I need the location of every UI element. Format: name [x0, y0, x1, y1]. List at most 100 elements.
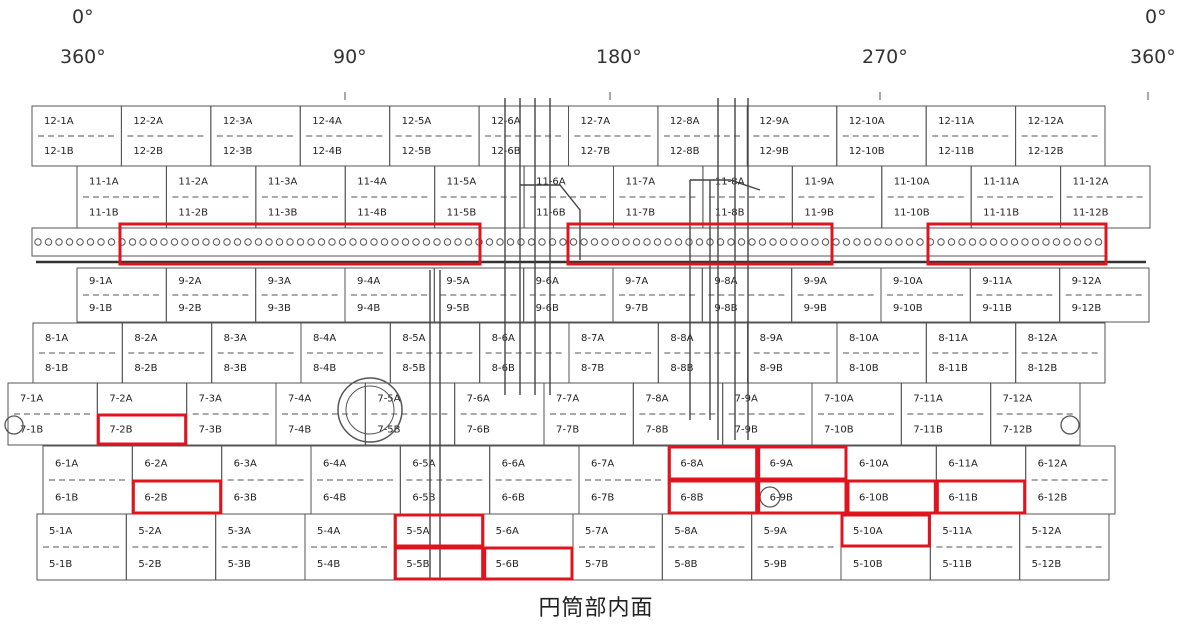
panel-label-a: 7-12A [1003, 394, 1033, 405]
panel-label-b: 7-9B [735, 425, 758, 436]
panel-label-a: 7-7A [556, 394, 579, 405]
nozzle [223, 238, 231, 246]
panel-label-a: 11-8A [715, 177, 745, 188]
nozzle [916, 238, 924, 246]
nozzle [1063, 238, 1071, 246]
nozzle [139, 238, 147, 246]
panel-cell [121, 322, 213, 384]
nozzle [422, 238, 431, 246]
nozzle [968, 238, 977, 246]
panel-label-a: 5-2A [138, 526, 161, 537]
panel-label-b: 7-2B [109, 425, 132, 436]
panel-label-b: 11-11B [983, 208, 1019, 219]
nozzle [937, 238, 945, 246]
panel-label-b: 5-6B [496, 559, 519, 570]
panel-label-b: 11-10B [894, 208, 930, 219]
panel-label-a: 8-11A [938, 333, 968, 344]
panel-label-b: 12-12B [1028, 146, 1064, 157]
panel-label-a: 7-11A [913, 394, 943, 405]
nozzle [832, 238, 840, 246]
nozzle [485, 238, 494, 246]
nozzle [296, 238, 305, 246]
nozzle [1000, 238, 1008, 246]
panel-cell [811, 382, 902, 446]
panel-label-a: 6-5A [412, 458, 435, 469]
panel-label-b: 11-6B [536, 208, 566, 219]
panel-label-a: 12-9A [759, 116, 789, 127]
nozzle [664, 238, 672, 246]
panel-label-a: 6-9A [770, 458, 793, 469]
panel-label-b: 8-11B [938, 363, 968, 374]
nozzle [149, 238, 158, 246]
panel-label-a: 11-5A [447, 177, 477, 188]
panel-label-a: 6-8A [680, 458, 703, 469]
nozzle [191, 238, 200, 246]
nozzle-circle [4, 415, 24, 435]
panel-label-b: 6-12B [1038, 492, 1068, 503]
nozzle [65, 238, 74, 246]
nozzle [401, 238, 410, 246]
panel-label-b: 9-8B [714, 303, 737, 314]
panel-cell [632, 382, 724, 446]
panel-label-b: 6-6B [502, 492, 525, 503]
nozzle [580, 238, 588, 246]
angle-label-180: 180° [596, 46, 642, 68]
nozzle [1010, 238, 1019, 246]
nozzle [874, 238, 882, 246]
panel-label-a: 12-4A [312, 116, 342, 127]
panel-cell [1025, 445, 1116, 515]
panel-label-b: 8-8B [670, 363, 693, 374]
panel-label-b: 5-5B [406, 559, 429, 570]
panel-label-b: 6-10B [859, 492, 889, 503]
panel-label-a: 11-10A [894, 177, 930, 188]
nozzle [1084, 238, 1092, 246]
nozzle [800, 238, 809, 246]
angle-label-90: 90° [333, 46, 367, 68]
panel-label-a: 7-9A [735, 394, 758, 405]
panel-cell [925, 322, 1017, 384]
panel-cell [42, 445, 133, 515]
nozzle [76, 238, 84, 246]
panel-label-a: 11-1A [89, 177, 119, 188]
nozzle [412, 238, 420, 246]
nozzle [1031, 238, 1040, 246]
panel-label-a: 8-5A [402, 333, 425, 344]
panel-label-a: 7-4A [288, 394, 311, 405]
panel-label-a: 12-6A [491, 116, 521, 127]
nozzle [748, 238, 756, 246]
panel-label-a: 7-1A [20, 394, 43, 405]
panel-label-b: 12-2B [133, 146, 163, 157]
nozzle [1094, 238, 1103, 246]
nozzle [737, 238, 746, 246]
panel-label-a: 8-2A [134, 333, 157, 344]
nozzle [181, 238, 189, 246]
nozzle [811, 238, 819, 246]
panel-label-a: 9-7A [625, 276, 648, 287]
panel-label-a: 12-7A [581, 116, 611, 127]
panel-label-a: 11-2A [178, 177, 208, 188]
nozzle [790, 238, 798, 246]
nozzle [685, 238, 693, 246]
panel-label-a: 9-6A [536, 276, 559, 287]
highlight-box-panel [757, 479, 848, 515]
panel-label-a: 12-12A [1028, 116, 1064, 127]
panel-label-b: 8-1B [45, 363, 68, 374]
nozzle [527, 238, 536, 246]
panel-label-b: 7-7B [556, 425, 579, 436]
panel-label-a: 6-11A [948, 458, 978, 469]
panel-label-b: 8-3B [224, 363, 247, 374]
panel-label-b: 6-7B [591, 492, 614, 503]
panel-label-a: 8-10A [849, 333, 879, 344]
highlight-box-panel [667, 479, 759, 515]
nozzle [779, 238, 788, 246]
nozzle [895, 238, 903, 246]
nozzle [44, 238, 53, 246]
panel-cell [364, 382, 456, 446]
nozzle [769, 238, 777, 246]
nozzle [695, 238, 704, 246]
panel-label-b: 8-5B [402, 363, 425, 374]
nozzle [97, 238, 105, 246]
panel-label-b: 5-9B [764, 559, 787, 570]
panel-label-b: 5-2B [138, 559, 161, 570]
panel-label-a: 12-3A [223, 116, 253, 127]
